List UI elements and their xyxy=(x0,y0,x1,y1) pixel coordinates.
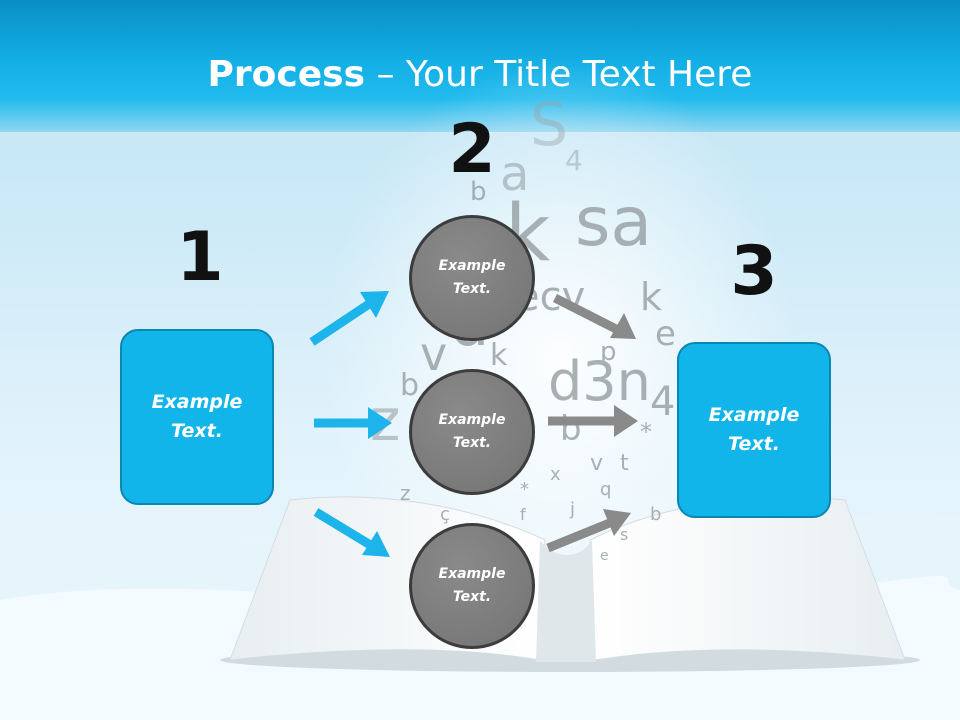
blue-arrow-icon-down xyxy=(313,508,390,557)
svg-text:sa: sa xyxy=(575,183,652,262)
svg-text:x: x xyxy=(550,464,561,485)
svg-text:a: a xyxy=(500,146,529,202)
left-step-text: Example Text. xyxy=(151,391,243,442)
gray-arrow-icon-middle xyxy=(548,405,638,437)
step-number-1: 1 xyxy=(176,218,224,297)
svg-text:e: e xyxy=(655,314,676,354)
right-step-text: Example Text. xyxy=(708,404,800,455)
gray-arrow-icon-up xyxy=(546,509,631,553)
circle-text-middle: Example Text. xyxy=(438,412,506,451)
svg-text:*: * xyxy=(640,418,652,446)
circle-text-top: Example Text. xyxy=(438,258,506,297)
step-number-3: 3 xyxy=(730,232,778,311)
svg-text:q: q xyxy=(600,479,611,500)
circle-text-bottom: Example Text. xyxy=(438,566,506,605)
svg-text:k: k xyxy=(640,275,662,319)
svg-text:j: j xyxy=(569,499,575,520)
gray-arrow-icon-down xyxy=(552,293,636,339)
svg-text:s: s xyxy=(620,525,628,544)
svg-text:f: f xyxy=(520,505,526,524)
slide-title: Process – Your Title Text Here xyxy=(0,54,960,96)
svg-text:v: v xyxy=(590,451,603,476)
svg-text:z: z xyxy=(400,481,411,505)
right-step-box[interactable]: Example Text. xyxy=(677,342,831,518)
title-bold: Process xyxy=(207,54,366,95)
process-circle-top[interactable]: Example Text. xyxy=(409,215,535,341)
svg-text:b: b xyxy=(650,504,661,525)
svg-text:4: 4 xyxy=(565,144,583,177)
svg-text:d3n: d3n xyxy=(548,350,651,413)
svg-text:t: t xyxy=(620,451,629,476)
svg-text:k: k xyxy=(490,338,508,373)
title-rest: – Your Title Text Here xyxy=(365,54,753,95)
blue-arrow-icon-up xyxy=(309,291,389,346)
svg-text:e: e xyxy=(600,548,609,564)
svg-text:v: v xyxy=(420,327,447,381)
svg-text:S: S xyxy=(530,90,568,160)
blue-arrow-icon-middle xyxy=(314,407,392,439)
svg-text:ç: ç xyxy=(440,504,450,525)
svg-text:4: 4 xyxy=(650,379,675,425)
svg-text:p: p xyxy=(600,337,617,367)
svg-text:b: b xyxy=(470,177,487,207)
process-circle-middle[interactable]: Example Text. xyxy=(409,369,535,495)
left-step-box[interactable]: Example Text. xyxy=(120,329,274,505)
step-number-2: 2 xyxy=(448,110,496,189)
process-circle-bottom[interactable]: Example Text. xyxy=(409,523,535,649)
svg-text:b: b xyxy=(400,368,419,403)
svg-text:*: * xyxy=(520,479,529,500)
